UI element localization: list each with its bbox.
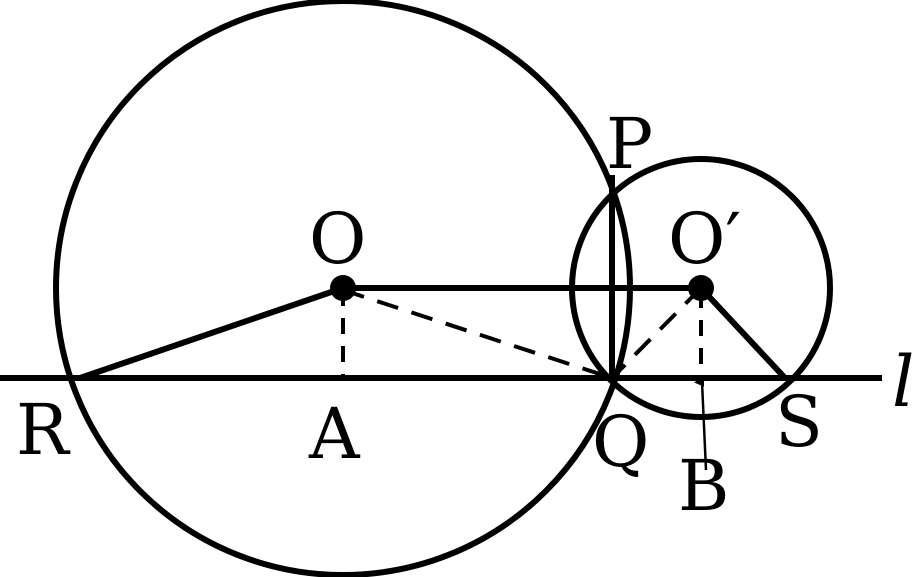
dashed-o-prime-q bbox=[610, 286, 703, 380]
label-o: O bbox=[309, 198, 366, 280]
label-b: B bbox=[678, 445, 729, 527]
label-s: S bbox=[775, 381, 823, 463]
arrow-b bbox=[694, 376, 708, 471]
label-p: P bbox=[606, 103, 653, 185]
segment-o-r bbox=[79, 285, 344, 381]
label-r: R bbox=[16, 389, 71, 471]
segment-o-prime-s bbox=[698, 285, 788, 381]
label-o-prime: O′ bbox=[668, 198, 741, 280]
label-line-l: l bbox=[892, 341, 914, 423]
label-a: A bbox=[308, 393, 361, 475]
point-o bbox=[330, 275, 356, 301]
dashed-o-q bbox=[342, 288, 613, 380]
point-o-prime bbox=[688, 275, 714, 301]
label-q: Q bbox=[592, 401, 649, 483]
